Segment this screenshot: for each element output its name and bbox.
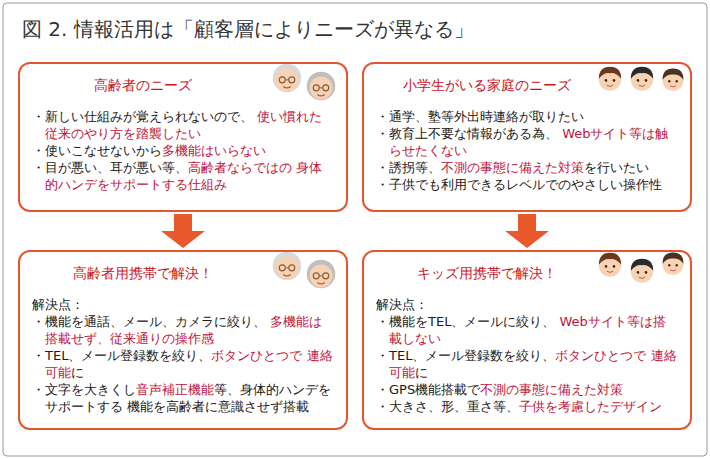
bullet-text: 解決点： [376, 296, 678, 313]
bullet-text: ・機能を通話、メール、カメラに絞り、 多機能は搭載せず、従来通りの操作感 [32, 313, 334, 347]
bullet-text: ・目が悪い、耳が悪い等、高齢者ならではの 身体的ハンデをサポートする仕組み [32, 159, 334, 193]
bullet-text: ・文字を大きくし音声補正機能等、身体的ハンデを サポートする 機能を高齢者に意識… [32, 381, 334, 415]
bullet-text: ・教育上不要な情報がある為、 Webサイト等は触らせたくない [376, 125, 678, 159]
illustration [273, 252, 684, 289]
bullet-text: ・TEL、メール登録数を絞り、ボタンひとつで 連絡可能に [32, 347, 334, 381]
box-heading: キッズ用携帯で解決！ [376, 252, 678, 296]
needs-box: 小学生がいる家庭のニーズ・通学、塾等外出時連絡が取りたい・教育上不要な情報がある… [362, 62, 692, 212]
bullet-text: ・大きさ、形、重さ等、子供を考慮したデザイン [376, 398, 678, 415]
bullet-text: ・新しい仕組みが覚えられないので、 使い慣れた従来のやり方を踏襲したい [32, 108, 334, 142]
solution-box: 高齢者用携帯で解決！解決点：・機能を通話、メール、カメラに絞り、 多機能は搭載せ… [18, 250, 348, 430]
needs-box: 高齢者のニーズ・新しい仕組みが覚えられないので、 使い慣れた従来のやり方を踏襲し… [18, 62, 348, 212]
outer-frame [3, 3, 707, 456]
bullet-text: ・GPS機能搭載で不測の事態に備えた対策 [376, 381, 678, 398]
bullet-text: ・誘拐等、不測の事態に備えた対策を行いたい [376, 159, 678, 176]
box-heading: 高齢者のニーズ [32, 64, 334, 108]
bullet-text: ・使いこなせないから多機能はいらない [32, 142, 334, 159]
block-arrow [161, 214, 205, 248]
block-arrow [505, 214, 549, 248]
solution-box: キッズ用携帯で解決！解決点：・機能をTEL、メールに絞り、 Webサイト等は搭載… [362, 250, 692, 430]
bullet-text: ・TEL、メール登録数を絞り、ボタンひとつで 連絡可能に [376, 347, 678, 381]
box-heading: 高齢者用携帯で解決！ [32, 252, 334, 296]
bullet-text: ・通学、塾等外出時連絡が取りたい [376, 108, 678, 125]
bullet-text: 解決点： [32, 296, 334, 313]
bullet-text: ・子供でも利用できるレベルでのやさしい操作性 [376, 176, 678, 193]
illustration [273, 64, 684, 100]
box-heading: 小学生がいる家庭のニーズ [376, 64, 678, 108]
diagram-title: 図 2. 情報活用は「顧客層によりニーズが異なる」 [22, 16, 474, 43]
bullet-text: ・機能をTEL、メールに絞り、 Webサイト等は搭載しない [376, 313, 678, 347]
